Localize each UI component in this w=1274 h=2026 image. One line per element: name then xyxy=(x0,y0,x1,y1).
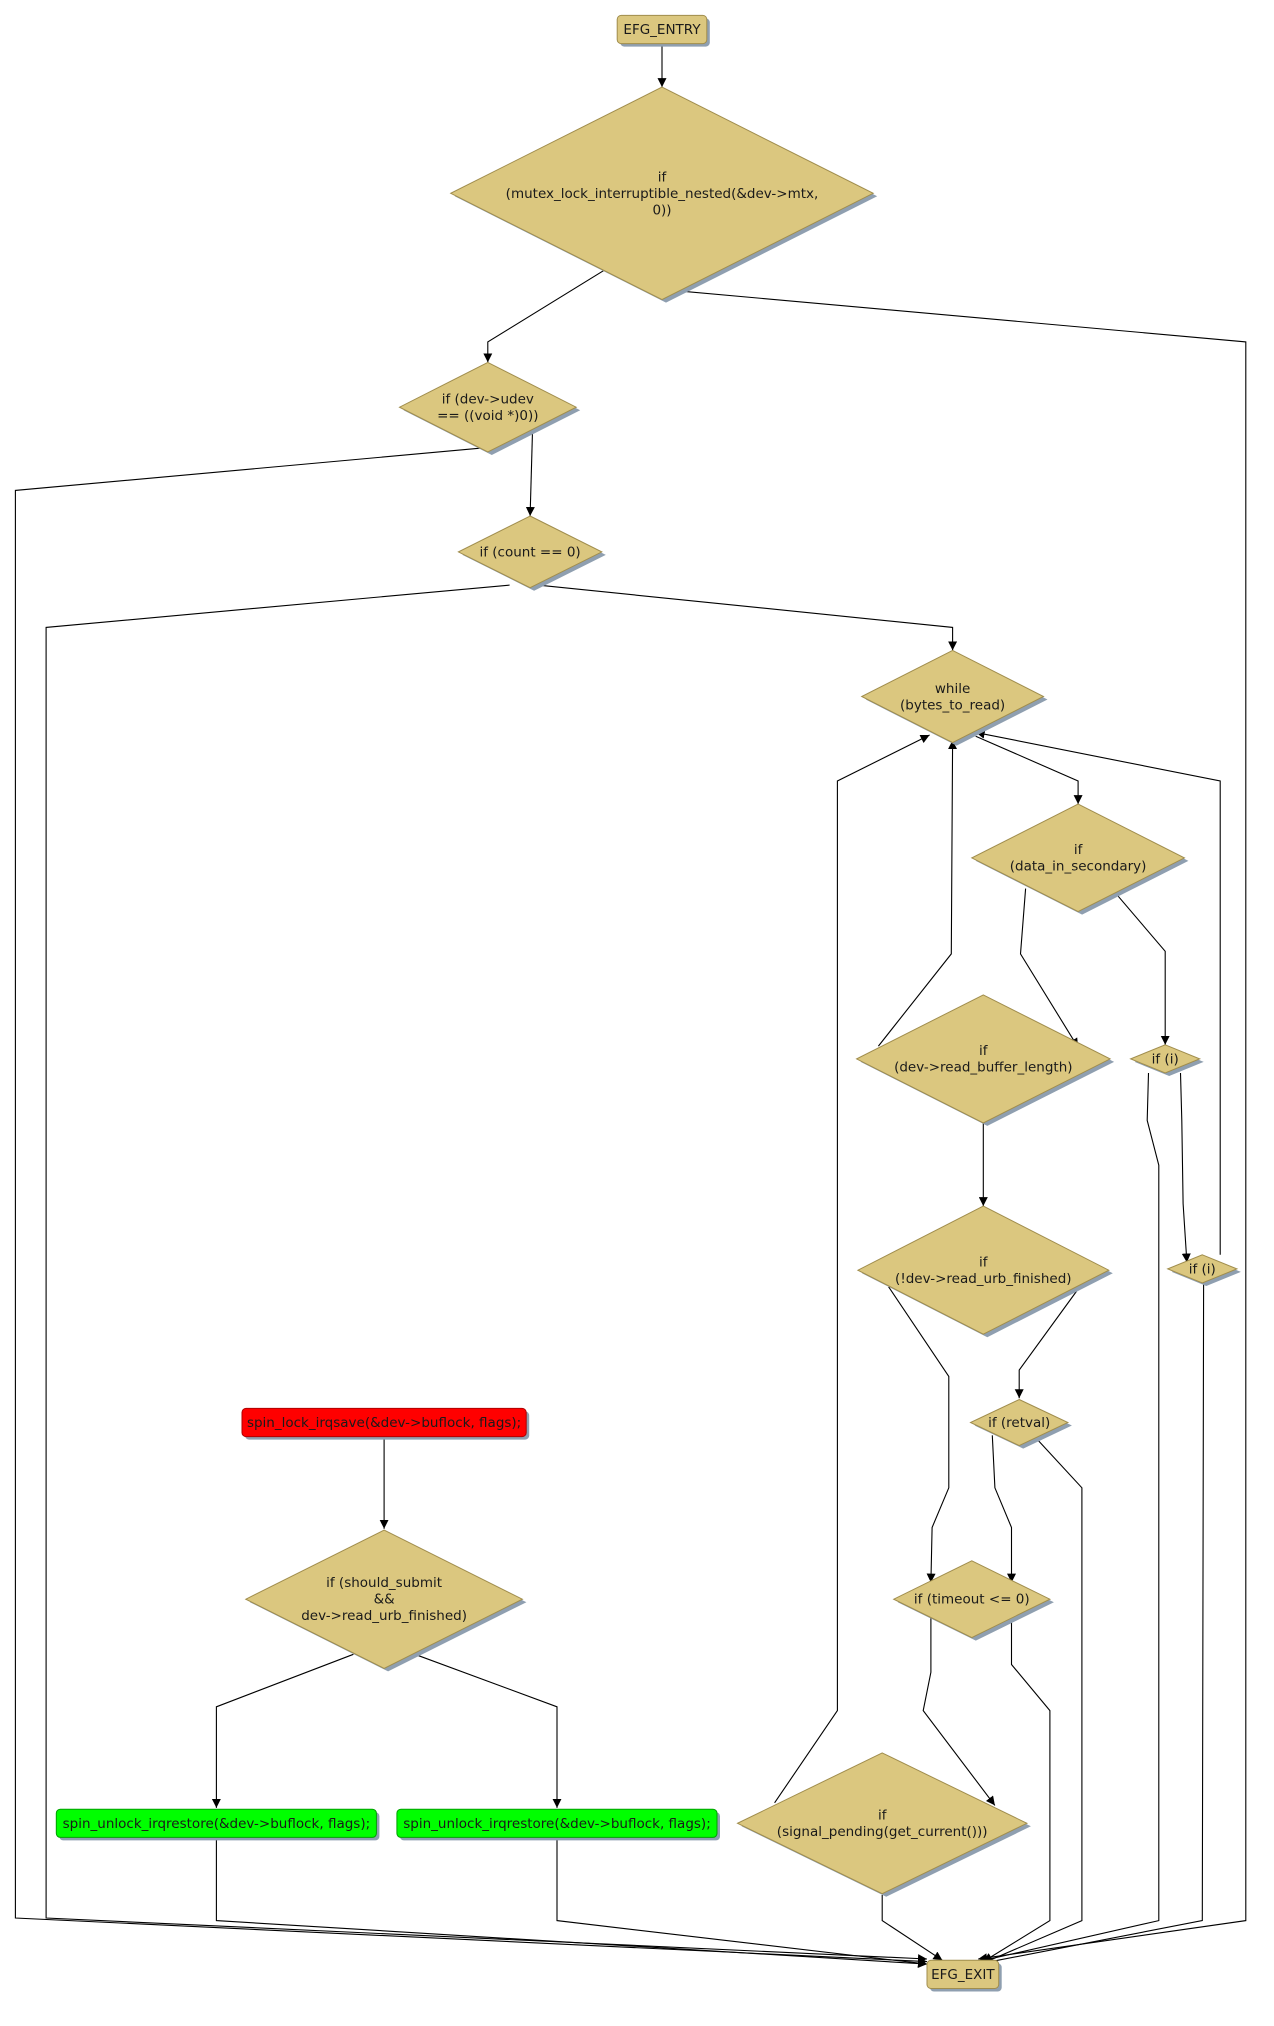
node-count[interactable]: if (count == 0) xyxy=(457,515,606,591)
node-while[interactable]: while(bytes_to_read) xyxy=(860,649,1048,746)
node-label: if xyxy=(979,1254,989,1270)
node-label: if xyxy=(878,1808,888,1824)
edge-29 xyxy=(556,1837,928,1968)
edge-22 xyxy=(983,1615,1051,1963)
node-label: dev->read_urb_finished) xyxy=(301,1608,467,1624)
node-entry[interactable]: EFG_ENTRY xyxy=(616,14,710,47)
edge-21 xyxy=(922,1615,996,1806)
decision-diamond xyxy=(398,361,578,453)
node-label: && xyxy=(374,1592,396,1608)
node-label: while xyxy=(935,681,970,697)
node-timeout[interactable]: if (timeout <= 0) xyxy=(892,1560,1054,1641)
edge-14 xyxy=(1179,1072,1191,1263)
node-unlock2[interactable]: spin_unlock_irqrestore(&dev->buflock, fl… xyxy=(396,1808,720,1841)
node-label: if (i) xyxy=(1189,1261,1216,1277)
statement-box xyxy=(396,1808,718,1838)
node-exit[interactable]: EFG_EXIT xyxy=(926,1959,1002,1992)
node-mutex[interactable]: if(mutex_lock_interruptible_nested(&dev-… xyxy=(449,86,878,303)
edge-28 xyxy=(215,1837,928,1969)
node-label: if xyxy=(658,169,668,185)
decision-diamond xyxy=(449,86,875,301)
decision-diamond xyxy=(1166,1254,1239,1284)
node-udev[interactable]: if (dev->udev== ((void *)0)) xyxy=(398,361,581,455)
decision-diamond xyxy=(860,649,1045,744)
node-urbfin[interactable]: if(!dev->read_urb_finished) xyxy=(856,1205,1113,1338)
decision-diamond xyxy=(856,1205,1110,1335)
edge-27 xyxy=(414,1653,562,1808)
node-label: if (i) xyxy=(1152,1051,1179,1067)
decision-diamond xyxy=(1129,1044,1202,1074)
node-label: spin_unlock_irqrestore(&dev->buflock, fl… xyxy=(63,1816,371,1832)
node-label: if (count == 0) xyxy=(479,544,580,560)
node-submit[interactable]: if (should_submit&&dev->read_urb_finishe… xyxy=(244,1529,527,1672)
edge-13 xyxy=(978,1072,1160,1964)
node-label: if xyxy=(979,1043,989,1059)
edge-8 xyxy=(975,735,1083,805)
edge-15 xyxy=(975,729,1221,1255)
node-label: (!dev->read_urb_finished) xyxy=(895,1271,1071,1287)
edge-18 xyxy=(1014,1285,1082,1399)
edge-5 xyxy=(45,584,928,1964)
node-label: (dev->read_buffer_length) xyxy=(894,1060,1072,1076)
statement-box xyxy=(616,14,708,45)
node-label: (mutex_lock_interruptible_nested(&dev->m… xyxy=(506,186,819,202)
node-data2[interactable]: if(data_in_secondary) xyxy=(970,803,1189,915)
edge-23 xyxy=(774,734,930,1804)
decision-diamond xyxy=(970,803,1186,913)
edges xyxy=(14,43,1247,1969)
node-label: if (dev->udev xyxy=(442,391,534,407)
edge-6 xyxy=(537,584,958,651)
node-label: == ((void *)0)) xyxy=(437,408,538,424)
edge-26 xyxy=(211,1653,354,1808)
edge-2 xyxy=(676,290,1247,1963)
statement-box xyxy=(241,1407,527,1438)
node-i2[interactable]: if (i) xyxy=(1166,1254,1241,1286)
node-label: 0)) xyxy=(652,202,671,218)
node-label: if (should_submit xyxy=(326,1575,442,1591)
node-retval[interactable]: if (retval) xyxy=(969,1398,1072,1449)
node-label: (bytes_to_read) xyxy=(900,697,1005,713)
node-label: if xyxy=(1074,842,1084,858)
decision-diamond xyxy=(736,1752,1029,1895)
edge-3 xyxy=(14,447,928,1966)
decision-diamond xyxy=(969,1398,1070,1447)
statement-box xyxy=(926,1959,1000,1990)
edge-16 xyxy=(978,1282,1205,1967)
nodes: EFG_ENTRYif(mutex_lock_interruptible_nes… xyxy=(55,14,1241,1992)
decision-diamond xyxy=(892,1560,1052,1639)
edge-20 xyxy=(980,1438,1083,1965)
node-label: if (retval) xyxy=(988,1415,1050,1431)
decision-diamond xyxy=(855,994,1112,1124)
node-lock[interactable]: spin_lock_irqsave(&dev->buflock, flags); xyxy=(241,1407,530,1440)
node-label: (signal_pending(get_current())) xyxy=(777,1824,988,1840)
node-i1[interactable]: if (i) xyxy=(1129,1044,1204,1076)
node-label: EFG_ENTRY xyxy=(623,22,701,38)
node-label: if (timeout <= 0) xyxy=(914,1592,1030,1608)
node-signal[interactable]: if(signal_pending(get_current())) xyxy=(736,1752,1031,1897)
node-label: spin_lock_irqsave(&dev->buflock, flags); xyxy=(247,1415,521,1431)
statement-box xyxy=(55,1808,377,1838)
edge-11 xyxy=(877,740,958,1047)
decision-diamond xyxy=(457,515,603,589)
node-label: (data_in_secondary) xyxy=(1010,859,1147,875)
node-rbl[interactable]: if(dev->read_buffer_length) xyxy=(855,994,1115,1126)
edge-1 xyxy=(483,269,605,363)
decision-diamond xyxy=(244,1529,524,1669)
edge-17 xyxy=(888,1286,950,1583)
edge-10 xyxy=(1113,890,1170,1045)
edge-24 xyxy=(881,1895,943,1961)
edge-4 xyxy=(525,427,535,517)
node-label: EFG_EXIT xyxy=(931,1967,995,1983)
edge-9 xyxy=(1019,888,1079,1048)
node-unlock1[interactable]: spin_unlock_irqrestore(&dev->buflock, fl… xyxy=(55,1808,380,1841)
node-label: spin_unlock_irqrestore(&dev->buflock, fl… xyxy=(403,1816,711,1832)
edge-19 xyxy=(991,1435,1016,1583)
